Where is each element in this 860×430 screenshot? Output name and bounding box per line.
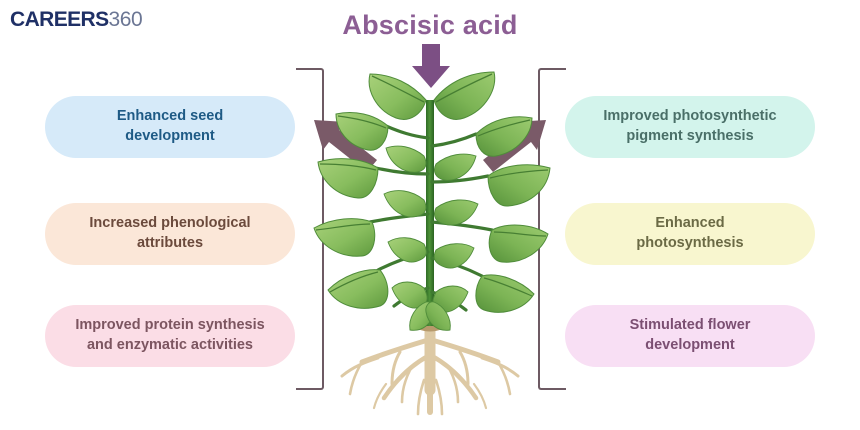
effect-pill-enhanced-photosynthesis: Enhanced photosynthesis <box>565 203 815 265</box>
plant-leaves <box>313 71 551 331</box>
effect-pill-enhanced-seed-development: Enhanced seed development <box>45 96 295 158</box>
effect-pill-label: Enhanced photosynthesis <box>636 215 744 251</box>
effect-pill-label: Increased phenological attributes <box>89 215 251 251</box>
logo-secondary-text: 360 <box>108 8 143 31</box>
effect-pill-label: Improved protein synthesis and enzymatic… <box>75 317 265 353</box>
arrow-up-left-icon <box>314 120 377 172</box>
arrow-down-icon <box>412 44 450 88</box>
effect-pill-stimulated-flower-development: Stimulated flower development <box>565 305 815 367</box>
effect-pill-improved-photosynthetic-pigment-synthesis: Improved photosynthetic pigment synthesi… <box>565 96 815 158</box>
plant-stem <box>368 100 494 326</box>
page-title: Abscisic acid <box>342 10 518 40</box>
effect-pill-label: Stimulated flower development <box>629 317 751 353</box>
effect-pill-label: Improved photosynthetic pigment synthesi… <box>603 108 777 144</box>
effect-pill-label: Enhanced seed development <box>116 108 224 144</box>
effect-pill-increased-phenological-attributes: Increased phenological attributes <box>45 203 295 265</box>
plant-roots <box>340 322 520 416</box>
effect-pill-improved-protein-synthesis: Improved protein synthesis and enzymatic… <box>45 305 295 367</box>
plant-illustration-group <box>300 40 560 425</box>
logo-primary-text: CAREERS <box>10 8 109 31</box>
